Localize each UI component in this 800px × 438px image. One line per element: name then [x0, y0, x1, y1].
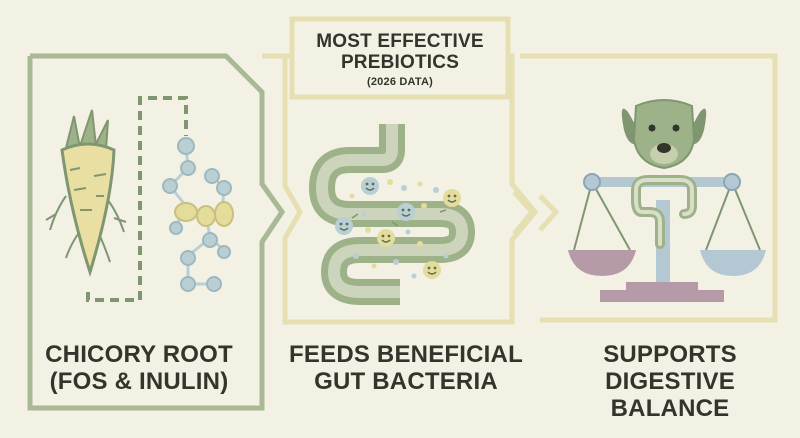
title-box: [289, 16, 511, 100]
right-scale-pan: [700, 250, 766, 276]
step3-caption-line2: DIGESTIVE BALANCE: [605, 368, 735, 422]
intestine-bacteria-icon: [309, 124, 475, 305]
dog-head-icon: [621, 99, 707, 170]
step2-caption-line2: GUT BACTERIA: [314, 368, 498, 395]
dog-balance-scale-icon: [568, 99, 766, 302]
title-line-3: (2026 DATA): [367, 76, 433, 88]
step3-caption-line1: SUPPORTS: [603, 341, 737, 368]
bacteria-faces: [335, 177, 461, 279]
title-line-2: PREBIOTICS: [340, 52, 460, 73]
frames: [27, 16, 778, 411]
molecule-nodes: [162, 137, 234, 292]
left-scale-pan: [568, 250, 636, 276]
arrow-chevron-1: [259, 182, 286, 244]
step3-frame: [520, 53, 778, 323]
dashed-connector: [86, 96, 188, 302]
step1-caption-line1: CHICORY ROOT: [45, 341, 233, 368]
step2-frame: [262, 53, 539, 325]
arrow-chevron-2: [512, 190, 536, 236]
prebiotic-particles: [349, 179, 449, 279]
arrow-chevron-3: [538, 194, 560, 232]
title-line-1: MOST EFFECTIVE: [316, 31, 484, 52]
chicory-root-icon: [45, 109, 127, 278]
step2-caption-line1: FEEDS BENEFICIAL: [289, 341, 523, 368]
step1-caption-line2: (FOS & INULIN): [49, 368, 229, 395]
